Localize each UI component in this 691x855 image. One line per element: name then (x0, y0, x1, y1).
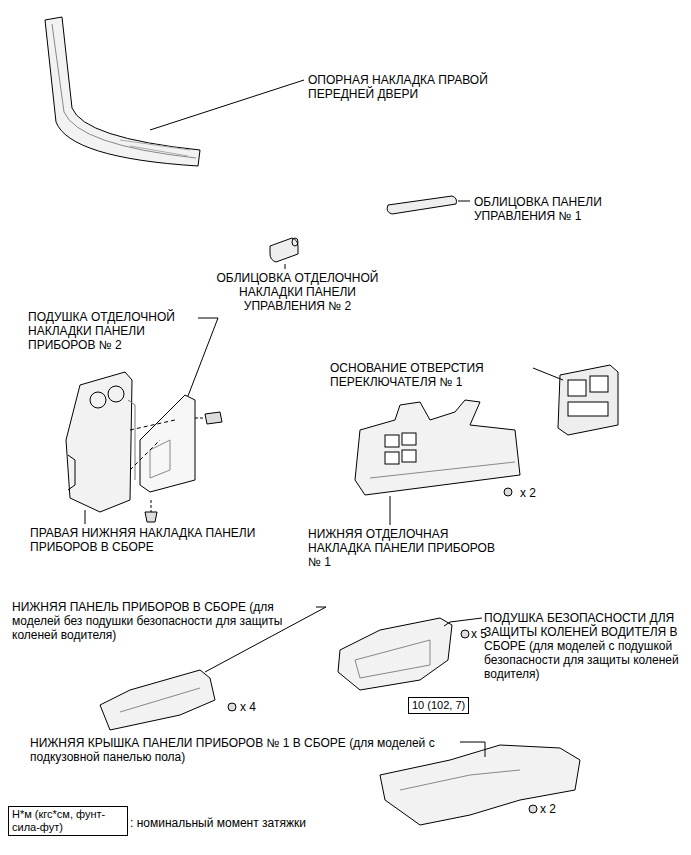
torque-box: 10 (102, 7) (408, 697, 469, 714)
part-label: ОПОРНАЯ НАКЛАДКА ПРАВОЙ ПЕРЕДНЕЙ ДВЕРИ (308, 73, 508, 101)
part-label: НИЖНЯЯ ПАНЕЛЬ ПРИБОРОВ В СБОРЕ (для моде… (12, 600, 322, 642)
quantity-label: x 4 (240, 700, 280, 714)
torque-unit-box: Н*м (кгс*см, фунт-сила-фут) (8, 806, 128, 836)
box-text: 10 (102, 7) (412, 699, 465, 712)
part-label: ПОДУШКА БЕЗОПАСНОСТИ ДЛЯ ЗАЩИТЫ КОЛЕНЕЙ … (484, 611, 684, 681)
part-label: ПОДУШКА ОТДЕЛОЧНОЙ НАКЛАДКИ ПАНЕЛИ ПРИБО… (28, 310, 203, 352)
part-label: НИЖНЯЯ КРЫШКА ПАНЕЛИ ПРИБОРОВ № 1 В СБОР… (30, 736, 470, 764)
quantity-label: x 2 (540, 802, 580, 816)
quantity-label: x 2 (520, 486, 560, 500)
quantity-label: x 5 (471, 627, 511, 641)
part-label: НИЖНЯЯ ОТДЕЛОЧНАЯ НАКЛАДКА ПАНЕЛИ ПРИБОР… (308, 527, 498, 569)
part-label: ОСНОВАНИЕ ОТВЕРСТИЯ ПЕРЕКЛЮЧАТЕЛЯ № 1 (330, 361, 530, 389)
part-label: ОБЛИЦОВКА ПАНЕЛИ УПРАВЛЕНИЯ № 1 (474, 195, 664, 223)
box-text: Н*м (кгс*см, фунт-сила-фут) (12, 808, 124, 834)
part-label: : номинальный момент затяжки (130, 816, 390, 830)
part-label: ОБЛИЦОВКА ОТДЕЛОЧНОЙ НАКЛАДКИ ПАНЕЛИ УПР… (210, 271, 385, 313)
part-label: ПРАВАЯ НИЖНЯЯ НАКЛАДКА ПАНЕЛИ ПРИБОРОВ В… (30, 526, 280, 554)
